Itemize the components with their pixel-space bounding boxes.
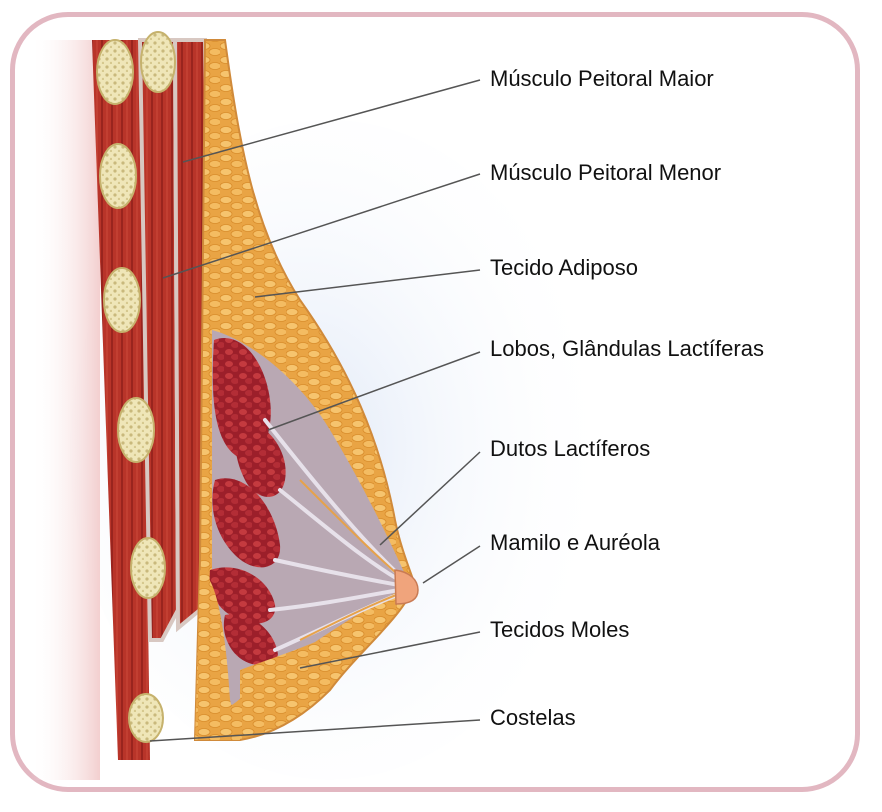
leader-nipple	[422, 545, 481, 584]
leader-lines	[149, 79, 481, 742]
label-pectoralis-minor: Músculo Peitoral Menor	[490, 160, 722, 185]
rib-1	[96, 39, 134, 105]
lobe-middle	[235, 420, 286, 497]
rib-7	[128, 693, 164, 743]
leader-pectoralis-minor	[162, 173, 481, 279]
label-nipple: Mamilo e Auréola	[490, 530, 660, 555]
leader-ribs	[149, 719, 481, 742]
rib-3	[99, 143, 137, 209]
leader-soft-tissue	[299, 631, 481, 669]
label-adipose-tissue: Tecido Adiposo	[490, 255, 638, 280]
leader-lobes	[267, 351, 481, 431]
lower-fat	[195, 570, 240, 740]
rib-6	[130, 537, 166, 599]
ribs	[96, 31, 176, 743]
skin-edge	[30, 40, 100, 780]
lobe-deep	[223, 614, 278, 666]
lobe-bottom	[209, 567, 276, 624]
leader-ducts	[379, 451, 481, 546]
lobe-lower	[212, 478, 281, 568]
label-ducts: Dutos Lactíferos	[490, 436, 651, 461]
soft-tissue-fat	[240, 610, 380, 738]
leader-pectoralis-major	[182, 79, 481, 163]
label-soft-tissue: Tecidos Moles	[490, 617, 630, 642]
rib-4	[103, 267, 141, 333]
label-ribs: Costelas	[490, 705, 576, 730]
rib-2	[140, 31, 176, 93]
nipple	[394, 569, 419, 605]
label-lobes: Lobos, Glândulas Lactíferas	[490, 336, 764, 361]
label-pectoralis-major: Músculo Peitoral Maior	[490, 66, 714, 91]
rib-5	[117, 397, 155, 463]
leader-adipose	[254, 269, 481, 298]
